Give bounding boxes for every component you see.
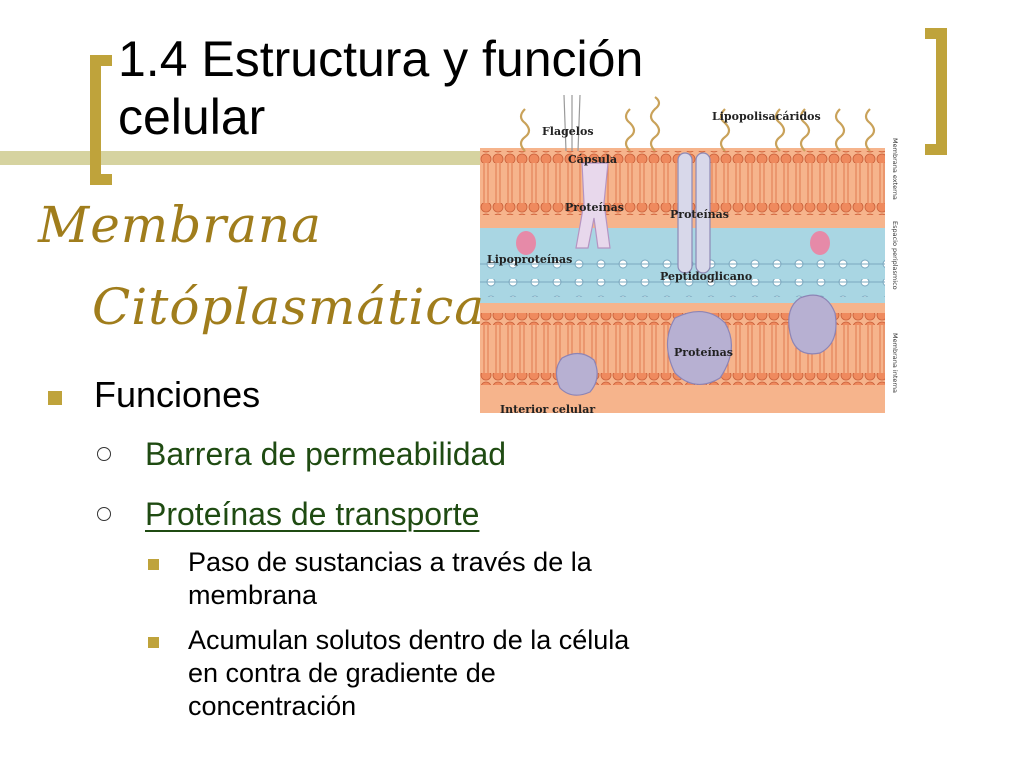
capsule-channel-protein <box>575 162 611 249</box>
bullet-list-level1: Funciones <box>44 372 260 418</box>
label-proteinas-1: Proteínas <box>565 201 624 214</box>
square-bullet-icon <box>148 559 159 570</box>
porin-protein-left <box>677 152 693 274</box>
ring-bullet-icon <box>97 507 111 521</box>
square-bullet-icon <box>148 637 159 648</box>
peripheral-protein-left <box>555 352 598 396</box>
side-label-espacio-periplasmico: Espacio periplasmico <box>891 221 899 290</box>
bullet-funciones: Funciones <box>44 372 260 418</box>
right-bracket-decoration <box>925 28 947 155</box>
label-interior-celular: Interior celular <box>500 403 595 416</box>
bullet-proteinas-transporte: Proteínas de transporte <box>95 492 506 536</box>
label-lipopolisacaridos: Lipopolisacáridos <box>712 110 821 123</box>
lipoprotein-left <box>516 231 536 255</box>
bullet-barrera-text: Barrera de permeabilidad <box>145 436 507 472</box>
heading-membrana: Membrana <box>38 196 322 254</box>
title-accent-band <box>0 151 485 165</box>
bullet-funciones-text: Funciones <box>94 374 261 415</box>
bullet-barrera: Barrera de permeabilidad <box>95 432 506 476</box>
label-peptidoglicano: Peptidoglicano <box>660 270 752 283</box>
side-label-membrana-externa: Membrana externa <box>891 138 899 200</box>
integral-protein-right <box>788 294 837 355</box>
bullet-acumulan-solutos: Acumulan solutos dentro de la célula en … <box>145 624 635 723</box>
integral-protein-center <box>666 311 732 385</box>
lipoprotein-right <box>810 231 830 255</box>
slide-title: 1.4 Estructura y función celular <box>118 31 644 145</box>
bullet-paso-sustancias: Paso de sustancias a través de la membra… <box>145 546 635 612</box>
bullet-list-level2: Barrera de permeabilidad Proteínas de tr… <box>95 432 506 552</box>
flagella-strands <box>563 94 581 152</box>
heading-citoplasmatica: Citóplasmática <box>92 278 486 336</box>
bullet-list-level3: Paso de sustancias a través de la membra… <box>145 546 635 735</box>
square-bullet-icon <box>48 391 62 405</box>
ring-bullet-icon <box>97 447 111 461</box>
label-proteinas-2: Proteínas <box>670 208 729 221</box>
bullet-acumulan-solutos-text: Acumulan solutos dentro de la célula en … <box>188 625 630 721</box>
lipopolysaccharide-chains <box>519 96 876 152</box>
porin-protein-right <box>695 152 711 274</box>
label-flagelos: Flagelos <box>542 125 594 138</box>
side-label-membrana-interna: Membrana interna <box>891 333 899 393</box>
cell-membrane-diagram: Flagelos Lipopolisacáridos Cápsula Prote… <box>480 93 900 423</box>
label-capsula: Cápsula <box>568 153 617 166</box>
peptidoglycan-layer-2 <box>480 279 885 297</box>
left-bracket-decoration <box>90 55 112 185</box>
bullet-proteinas-transporte-text: Proteínas de transporte <box>145 496 480 532</box>
label-lipoproteinas: Lipoproteínas <box>487 253 572 266</box>
label-proteinas-3: Proteínas <box>674 346 733 359</box>
bullet-paso-sustancias-text: Paso de sustancias a través de la membra… <box>188 547 592 610</box>
